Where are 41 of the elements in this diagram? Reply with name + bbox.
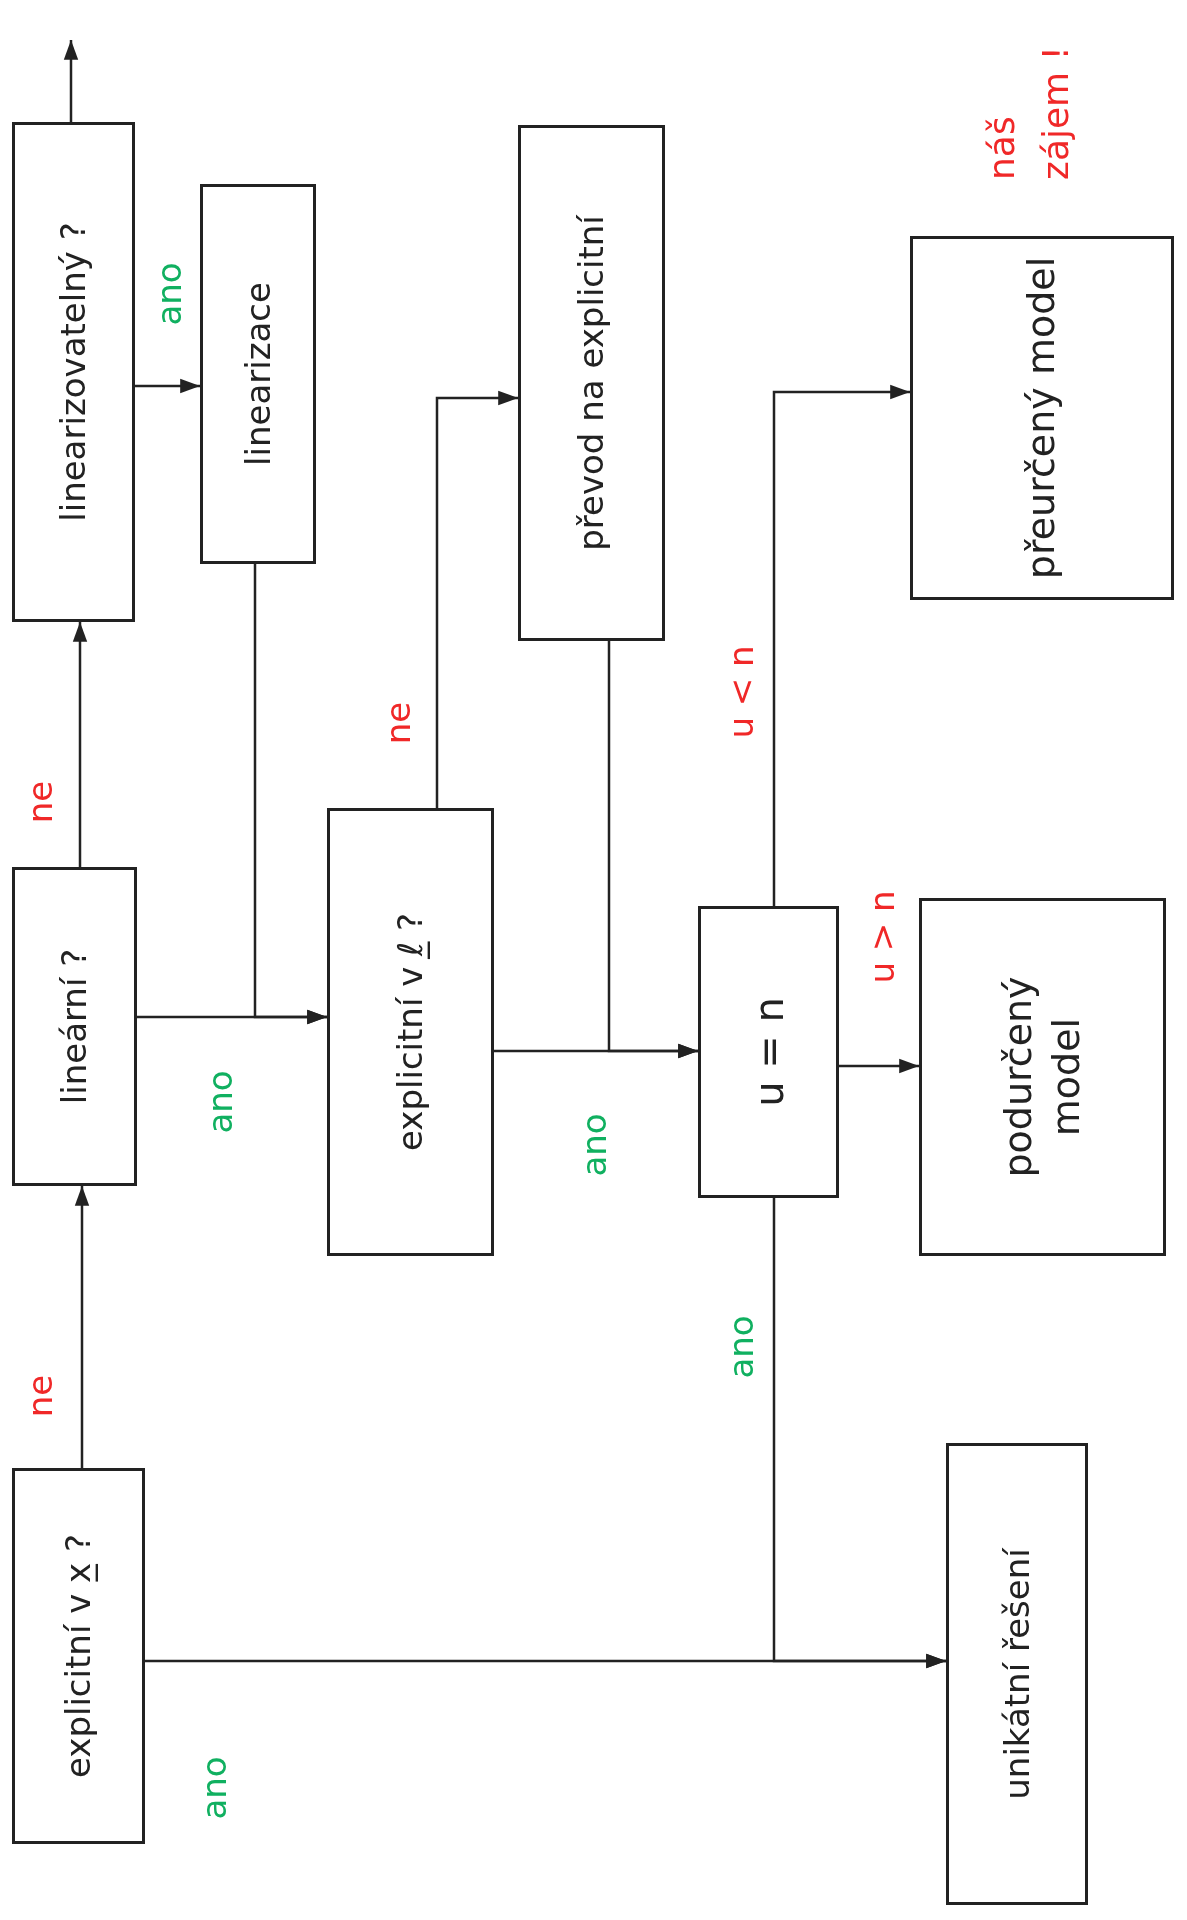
- edge-label: ne: [20, 780, 60, 824]
- box-text: unikátní řešení: [995, 1548, 1038, 1800]
- arrow: [839, 1058, 919, 1074]
- edge-label: u < n: [721, 645, 761, 739]
- arrow: [135, 378, 200, 394]
- process-box: [946, 1443, 1088, 1905]
- process-box: [12, 867, 137, 1186]
- edge-label: ne: [378, 701, 418, 745]
- process-box: [200, 184, 316, 564]
- edge-label: ano: [721, 1315, 761, 1379]
- arrow: [435, 390, 518, 808]
- arrow: [63, 40, 79, 122]
- box-text: explicitní v x̲ ?: [57, 1533, 100, 1779]
- edge-label: u > n: [862, 890, 902, 984]
- process-box: [910, 236, 1174, 600]
- arrow: [607, 641, 698, 1059]
- box-text: přeurčený model: [1018, 256, 1065, 580]
- arrow: [72, 622, 88, 867]
- edge-label: ne: [20, 1374, 60, 1418]
- edge-label: ano: [574, 1113, 614, 1177]
- box-text: linearizovatelný ?: [52, 222, 95, 522]
- arrow: [772, 1198, 946, 1669]
- arrow: [772, 384, 910, 906]
- process-box: [327, 808, 494, 1256]
- process-box: [12, 1468, 145, 1844]
- arrow: [74, 1186, 90, 1468]
- box-text: převod na explicitní: [570, 215, 613, 551]
- arrow: [253, 564, 327, 1025]
- edge-label: ano: [149, 262, 189, 326]
- box-text: podurčený model: [995, 975, 1089, 1180]
- process-box: [919, 898, 1166, 1256]
- edge-label: ano: [194, 1756, 234, 1820]
- edge-label: ano: [200, 1070, 240, 1134]
- box-text: linearizace: [236, 282, 279, 466]
- note-text: náš zájem !: [980, 44, 1077, 180]
- box-text: lineární ?: [53, 948, 96, 1105]
- process-box: [518, 125, 665, 641]
- process-box: [12, 122, 135, 622]
- box-text: u = n: [744, 997, 793, 1107]
- process-box: [698, 906, 839, 1198]
- box-text: explicitní v ℓ̲ ?: [389, 913, 432, 1151]
